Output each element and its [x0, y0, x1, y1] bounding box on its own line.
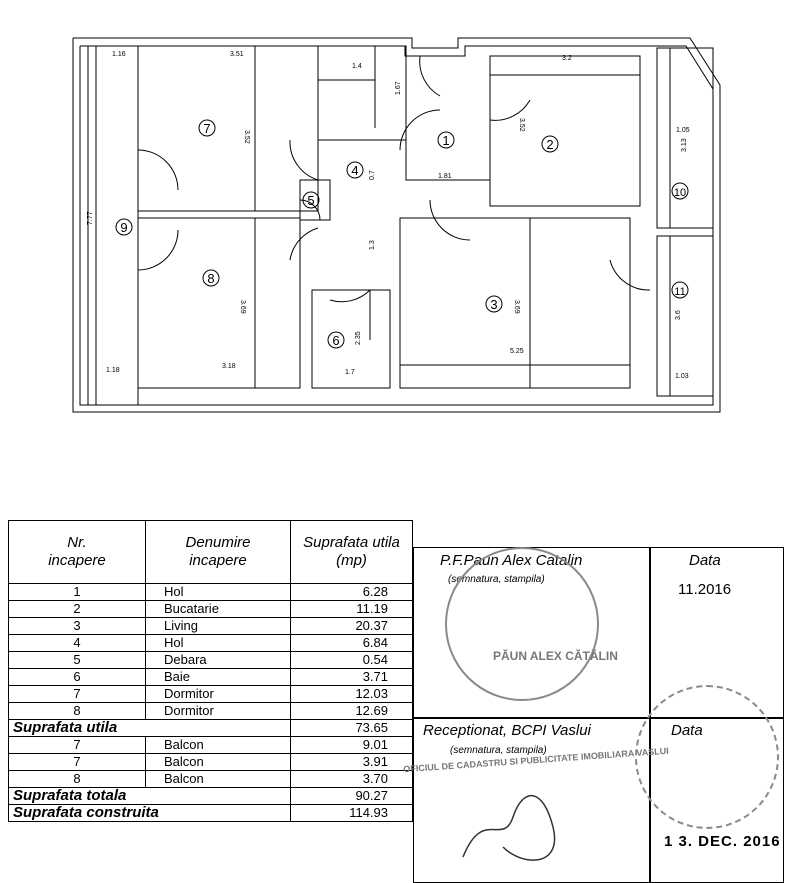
dim-label: 3.51 — [230, 51, 244, 58]
svg-text:11: 11 — [674, 286, 685, 298]
room-marker-2: 2 — [541, 135, 559, 153]
dim-label: 3.6 — [675, 310, 682, 320]
recv-label: Receptionat, BCPI Vaslui — [423, 722, 591, 739]
room-marker-6: 6 — [327, 331, 345, 349]
svg-text:1: 1 — [442, 133, 449, 148]
dim-label: 2.35 — [355, 331, 362, 345]
room-marker-4: 4 — [346, 161, 364, 179]
recv-sub: (semnatura, stampila) — [450, 745, 547, 756]
signature-block: P.F.Paun Alex Catalin (semnatura, stampi… — [403, 547, 784, 883]
room-marker-9: 9 — [115, 218, 133, 236]
room-marker-8: 8 — [202, 269, 220, 287]
room-marker-10: 10 — [671, 182, 689, 200]
svg-text:10: 10 — [674, 187, 686, 199]
svg-text:6: 6 — [332, 333, 339, 348]
svg-text:7: 7 — [203, 121, 210, 136]
dim-label: 1.4 — [352, 63, 362, 70]
dim-label: 3.2 — [562, 55, 572, 62]
dim-label: 3.52 — [243, 130, 250, 144]
dim-label: 1.03 — [675, 373, 689, 380]
dim-label: 1.18 — [106, 367, 120, 374]
dim-label: 0.7 — [369, 170, 376, 180]
dim-label: 7.77 — [87, 211, 94, 225]
room-marker-7: 7 — [198, 119, 216, 137]
dim-label: 3.69 — [239, 300, 246, 314]
svg-text:4: 4 — [351, 163, 358, 178]
dim-label: 3.13 — [681, 138, 688, 152]
room-marker-11: 11 — [671, 281, 689, 299]
plan-outline — [72, 37, 721, 413]
room-marker-5: 5 — [302, 191, 320, 209]
stamp-pf — [445, 547, 599, 701]
svg-text:5: 5 — [307, 193, 314, 208]
stamp-pf-text: PĂUN ALEX CĂTĂLIN — [493, 649, 618, 663]
svg-text:3: 3 — [490, 297, 497, 312]
room-marker-1: 1 — [437, 131, 455, 149]
data-label: Data — [689, 552, 721, 569]
handwritten-signature — [462, 795, 556, 861]
stamp-agency — [635, 685, 779, 829]
dim-label: 3.69 — [513, 300, 520, 314]
dim-label: 1.05 — [676, 127, 690, 134]
dim-label: 1.7 — [345, 369, 355, 376]
col-header-area: Suprafata utila(mp) — [290, 520, 413, 584]
svg-text:9: 9 — [120, 220, 127, 235]
data-value: 11.2016 — [678, 581, 732, 598]
svg-text:8: 8 — [207, 271, 214, 286]
dim-label: 1.3 — [369, 240, 376, 250]
dim-label: 1.16 — [112, 51, 126, 58]
dim-label: 1.67 — [395, 81, 402, 95]
room-marker-3: 3 — [485, 295, 503, 313]
dim-label: 5.25 — [510, 348, 524, 355]
dim-label: 1.81 — [438, 173, 452, 180]
col-header-nr: Nr.incapere — [8, 520, 146, 584]
floor-plan: 7 8 9 4 5 6 1 2 3 10 11 1.16 3.51 1.4 1.… — [72, 37, 721, 413]
dim-label: 3.18 — [222, 363, 236, 370]
svg-text:2: 2 — [546, 137, 553, 152]
dim-label: 3.52 — [518, 118, 525, 132]
data2-value: 1 3. DEC. 2016 — [664, 833, 781, 850]
